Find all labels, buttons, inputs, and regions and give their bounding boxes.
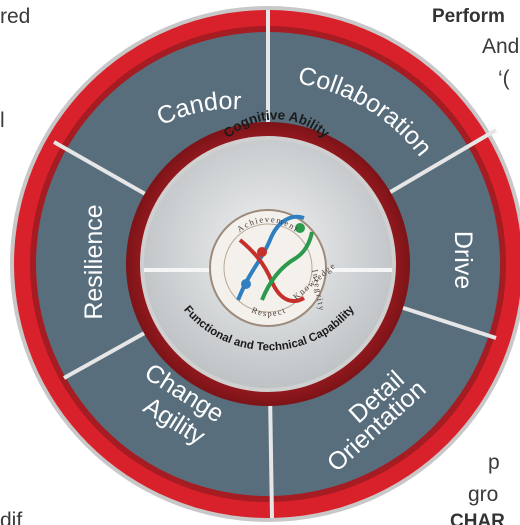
text-fragment-red: red (0, 5, 31, 28)
segment-label-drive: Drive (449, 231, 477, 289)
text-fragment-gro: gro (468, 483, 499, 506)
segment-label-resilience: Resilience (80, 204, 108, 319)
text-fragment-l: l (0, 109, 5, 132)
text-fragment-dif: dif (0, 509, 23, 525)
text-fragment-quote: ‘( (498, 67, 510, 90)
text-fragment-p: p (488, 451, 500, 474)
text-fragment-and: And (482, 35, 520, 58)
text-fragment-char: CHAR (450, 511, 505, 525)
text-fragment-heading: Perform (432, 6, 505, 27)
emblem-inner-ring (223, 223, 313, 313)
emblem-figures-icon (236, 214, 314, 303)
emblem-bottom-text: Respect (250, 305, 288, 319)
